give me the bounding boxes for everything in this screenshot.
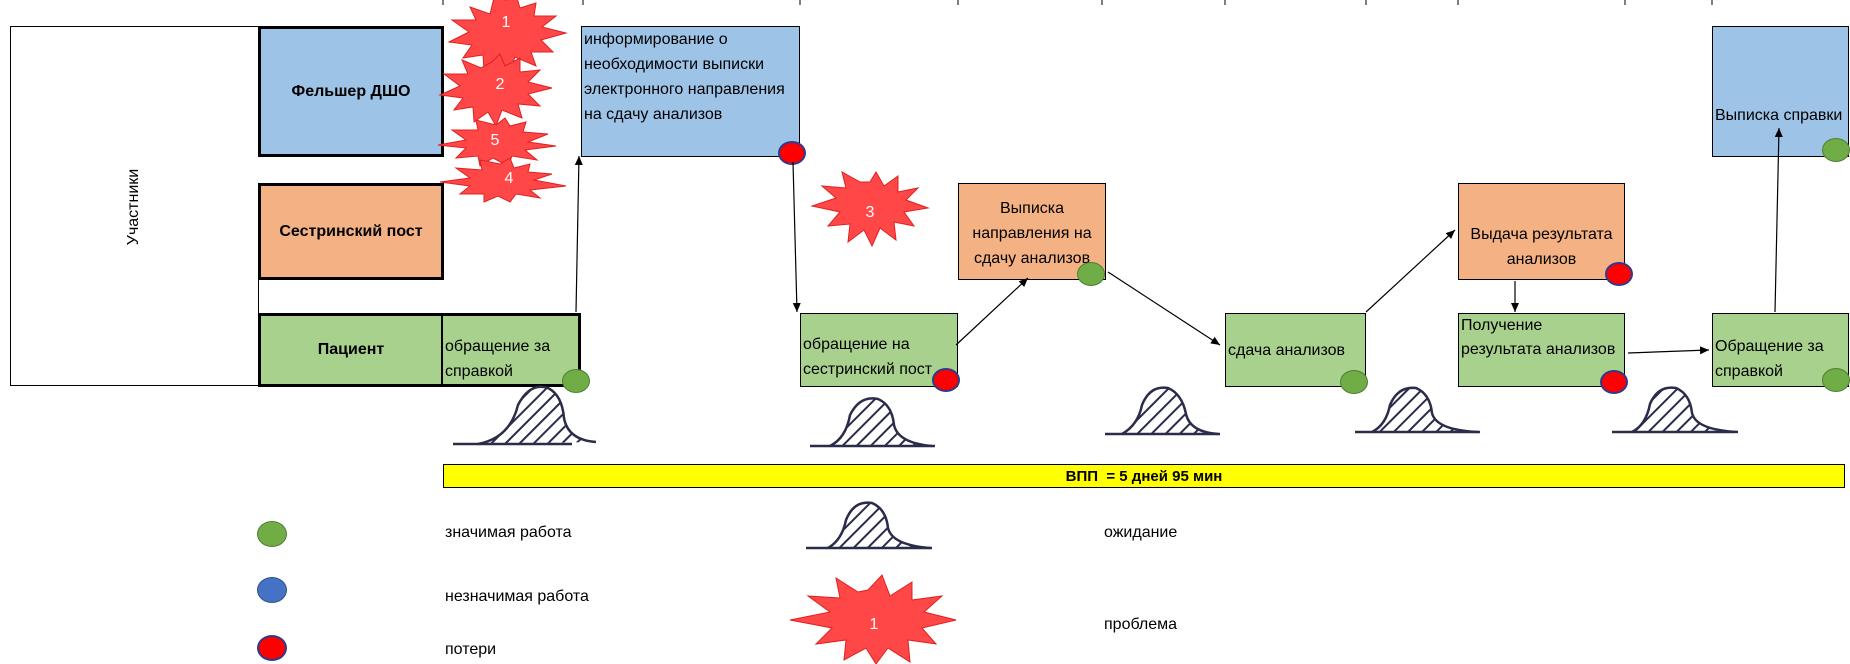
wait-mound-1 [453, 385, 597, 446]
waste-dot [1600, 370, 1628, 394]
problem-number-4: 4 [504, 170, 514, 187]
legend-problem-burst [789, 574, 957, 664]
legend-waste-label: потери [445, 641, 497, 658]
lane-patient: Пациент [258, 313, 444, 387]
total-time-bar: ВПП = 5 дней 95 мин [443, 464, 1845, 488]
problem-burst-3 [810, 171, 930, 248]
wait-mound-4 [1355, 386, 1480, 434]
step-receive-results: Получение результата анализов [1458, 313, 1625, 387]
value-dot [1822, 368, 1850, 392]
wait-mound-5 [1612, 386, 1739, 434]
value-dot [1077, 262, 1105, 286]
step-issue-results: Выдача результата анализов [1458, 183, 1625, 280]
value-dot [562, 369, 590, 393]
total-time-label: ВПП = 5 дней 95 мин [1065, 467, 1223, 485]
legend-wait-mound [806, 501, 932, 550]
step-request-certificate: обращение за справкой [443, 313, 581, 387]
waste-dot [1605, 262, 1633, 286]
problem-number-1: 1 [501, 14, 511, 31]
lane-feldsher: Фельшер ДШО [258, 26, 444, 157]
top-dividers [442, 0, 1713, 5]
wait-mound-3 [1105, 386, 1220, 436]
waste-dot [932, 368, 960, 392]
problem-burst-1 [447, 0, 568, 74]
legend-waste-dot [257, 635, 287, 661]
legend-value-dot [257, 521, 287, 547]
problem-burst-4 [439, 157, 567, 203]
problem-number-5: 5 [490, 132, 500, 149]
legend-nonvalue-dot [257, 577, 287, 603]
lane-connector [258, 280, 259, 314]
step-submit-tests: сдача анализов [1225, 313, 1366, 387]
lane-nurse-post: Сестринский пост [258, 183, 444, 280]
legend-problem-label: проблема [1104, 616, 1178, 633]
problem-number-2: 2 [495, 76, 505, 93]
participants-header [10, 26, 260, 386]
problem-burst-2 [438, 53, 553, 128]
waste-dot [778, 141, 806, 165]
problem-number-3: 3 [865, 204, 875, 221]
value-dot [1340, 370, 1368, 394]
step-nurse-post-visit: обращение на сестринский пост [800, 313, 958, 387]
wait-mound-2 [810, 397, 935, 448]
legend-nonvalue-label: незначимая работа [445, 588, 589, 605]
step-inform-referral: информирование о необходимости выписки э… [581, 26, 800, 157]
legend-problem-number: 1 [869, 616, 879, 633]
legend-waiting-label: ожидание [1104, 524, 1178, 541]
legend-value-label: значимая работа [445, 524, 572, 541]
